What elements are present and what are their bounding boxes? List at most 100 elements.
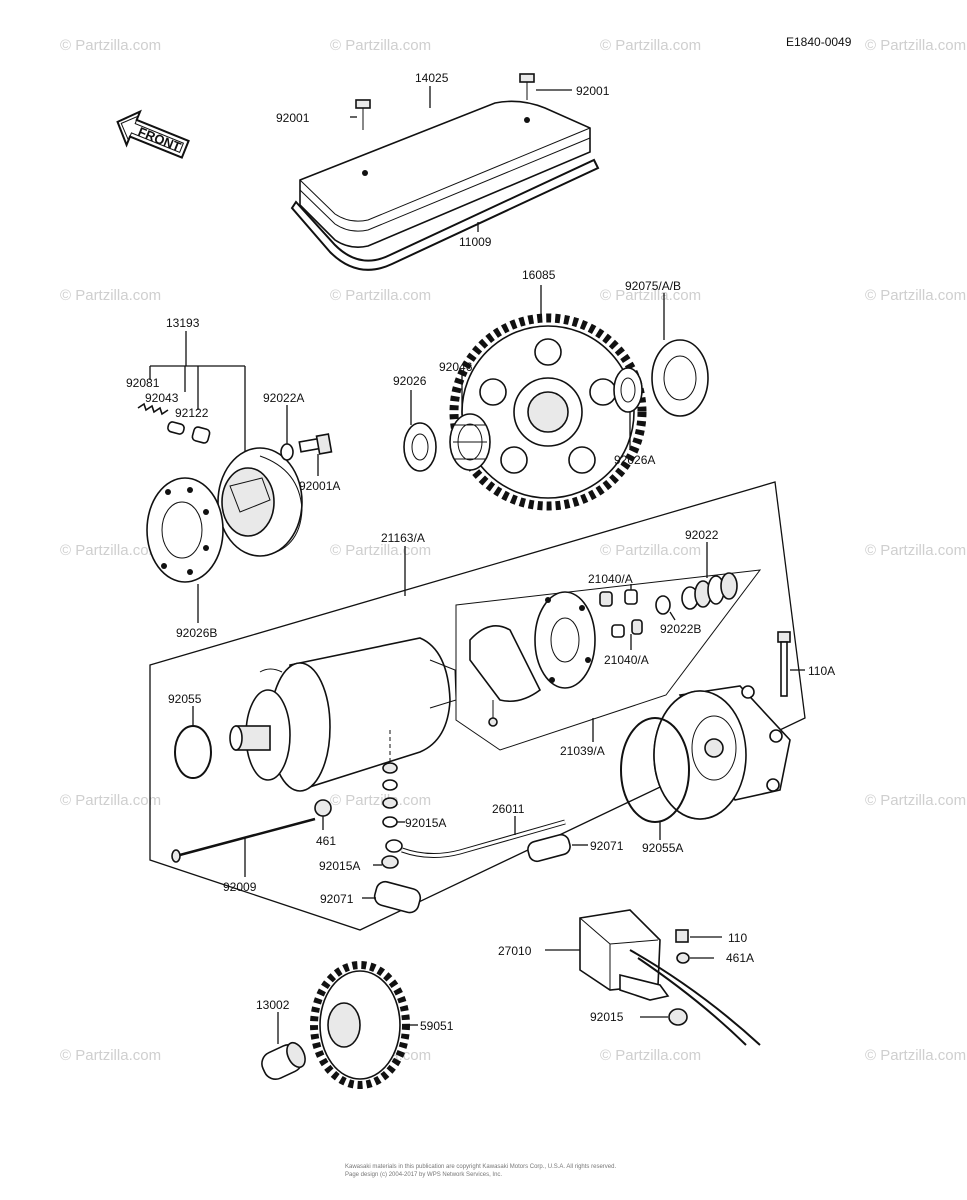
watermark: © Partzilla.com [330, 37, 431, 54]
brush-holder [469, 624, 542, 727]
watermark: © Partzilla.com [60, 792, 161, 809]
plate-92026B [146, 477, 224, 583]
label-110: 110 [728, 931, 747, 945]
label-92055A: 92055A [642, 841, 683, 855]
brush-plate [534, 591, 596, 689]
front-arrow: FRONT [116, 109, 190, 159]
label-13193: 13193 [166, 316, 200, 330]
label-92001-right: 92001 [576, 84, 610, 98]
label-92081: 92081 [126, 376, 160, 390]
label-21040-bot: 21040/A [604, 653, 649, 667]
gear-16085 [449, 313, 647, 511]
label-11009: 11009 [459, 235, 492, 249]
label-92022B: 92022B [660, 622, 701, 636]
watermark: © Partzilla.com [600, 1047, 701, 1064]
oring-92055A [620, 717, 690, 823]
terminal-21040-top [599, 589, 638, 607]
cap-92071-right [527, 833, 571, 863]
watermark: © Partzilla.com [600, 542, 701, 559]
bolt-92001A [298, 433, 333, 455]
label-461A: 461A [726, 951, 754, 965]
footer-line-1: Kawasaki materials in this publication a… [345, 1164, 616, 1170]
label-92015A-2: 92015A [319, 859, 360, 873]
watermark: © Partzilla.com [600, 287, 701, 304]
end-housing [653, 685, 791, 820]
label-92055: 92055 [168, 692, 202, 706]
watermark: © Partzilla.com [330, 287, 431, 304]
washer-92022B [655, 595, 671, 615]
watermark: © Partzilla.com [865, 1047, 966, 1064]
label-92022A: 92022A [263, 391, 304, 405]
bolt-92009 [171, 817, 316, 863]
label-13002: 13002 [256, 998, 290, 1012]
watermark: © Partzilla.com [865, 287, 966, 304]
nut-461A [676, 952, 690, 964]
label-92071-left: 92071 [320, 892, 354, 906]
label-14025: 14025 [415, 71, 449, 85]
watermark: © Partzilla.com [865, 37, 966, 54]
washer-92026 [403, 422, 437, 472]
washer-92022A [280, 443, 294, 461]
washer-92026A [613, 367, 643, 413]
label-92046: 92046 [439, 360, 473, 374]
bolt-92001-left [355, 99, 371, 130]
brush-group-outline [455, 569, 762, 751]
nut-92015 [668, 1008, 688, 1026]
label-21163: 21163/A [381, 531, 425, 545]
label-92043: 92043 [145, 391, 179, 405]
gasket-11009 [290, 158, 600, 271]
label-27010: 27010 [498, 944, 532, 958]
label-92015: 92015 [590, 1010, 624, 1024]
label-92022: 92022 [685, 528, 719, 542]
footer-line-2: Page design (c) 2004-2017 by WPS Network… [345, 1172, 502, 1178]
watermark: © Partzilla.com [865, 792, 966, 809]
cable-26011 [385, 819, 566, 858]
cover-14025 [299, 100, 591, 248]
label-461: 461 [316, 834, 336, 848]
watermark: © Partzilla.com [600, 37, 701, 54]
bolt-110 [675, 929, 689, 943]
label-21039: 21039/A [560, 744, 605, 758]
assembly-outline-21163 [149, 481, 806, 931]
roller-92122 [191, 426, 211, 444]
relay-27010 [579, 909, 761, 1046]
spring-92081 [137, 402, 169, 416]
watermark-group: © Partzilla.com © Partzilla.com © Partzi… [60, 37, 966, 1064]
label-92026B: 92026B [176, 626, 217, 640]
label-16085: 16085 [522, 268, 556, 282]
watermark: © Partzilla.com [865, 542, 966, 559]
bolt-92001-right [519, 73, 535, 100]
label-92009: 92009 [223, 880, 257, 894]
shim-92075 [651, 339, 709, 417]
pin-92043 [167, 421, 185, 435]
starter-motor [229, 637, 457, 792]
label-110A: 110A [808, 664, 835, 678]
label-92001A: 92001A [299, 479, 340, 493]
gear-59051 [310, 961, 410, 1089]
bolt-110A [777, 631, 791, 697]
bearing-92046 [449, 413, 491, 471]
terminal-21040-bot [611, 619, 643, 638]
diagram-code: E1840-0049 [786, 35, 852, 49]
label-92026: 92026 [393, 374, 427, 388]
nut-461 [314, 799, 332, 817]
watermark: © Partzilla.com [60, 287, 161, 304]
label-26011: 26011 [492, 802, 525, 816]
washers-92022 [681, 572, 738, 610]
watermark: © Partzilla.com [330, 542, 431, 559]
clutch-13193 [217, 447, 303, 557]
watermark: © Partzilla.com [60, 1047, 161, 1064]
label-92026A: 92026A [614, 453, 655, 467]
label-92071-right: 92071 [590, 839, 624, 853]
bushing-13002 [261, 1041, 306, 1080]
nut-92015A [381, 855, 399, 869]
label-92075: 92075/A/B [625, 279, 681, 293]
label-21040-top: 21040/A [588, 572, 633, 586]
oring-92055 [174, 725, 212, 779]
watermark: © Partzilla.com [330, 792, 431, 809]
label-59051: 59051 [420, 1019, 454, 1033]
watermark: © Partzilla.com [60, 37, 161, 54]
label-92015A-1: 92015A [405, 816, 446, 830]
cap-92071-left [373, 880, 422, 914]
